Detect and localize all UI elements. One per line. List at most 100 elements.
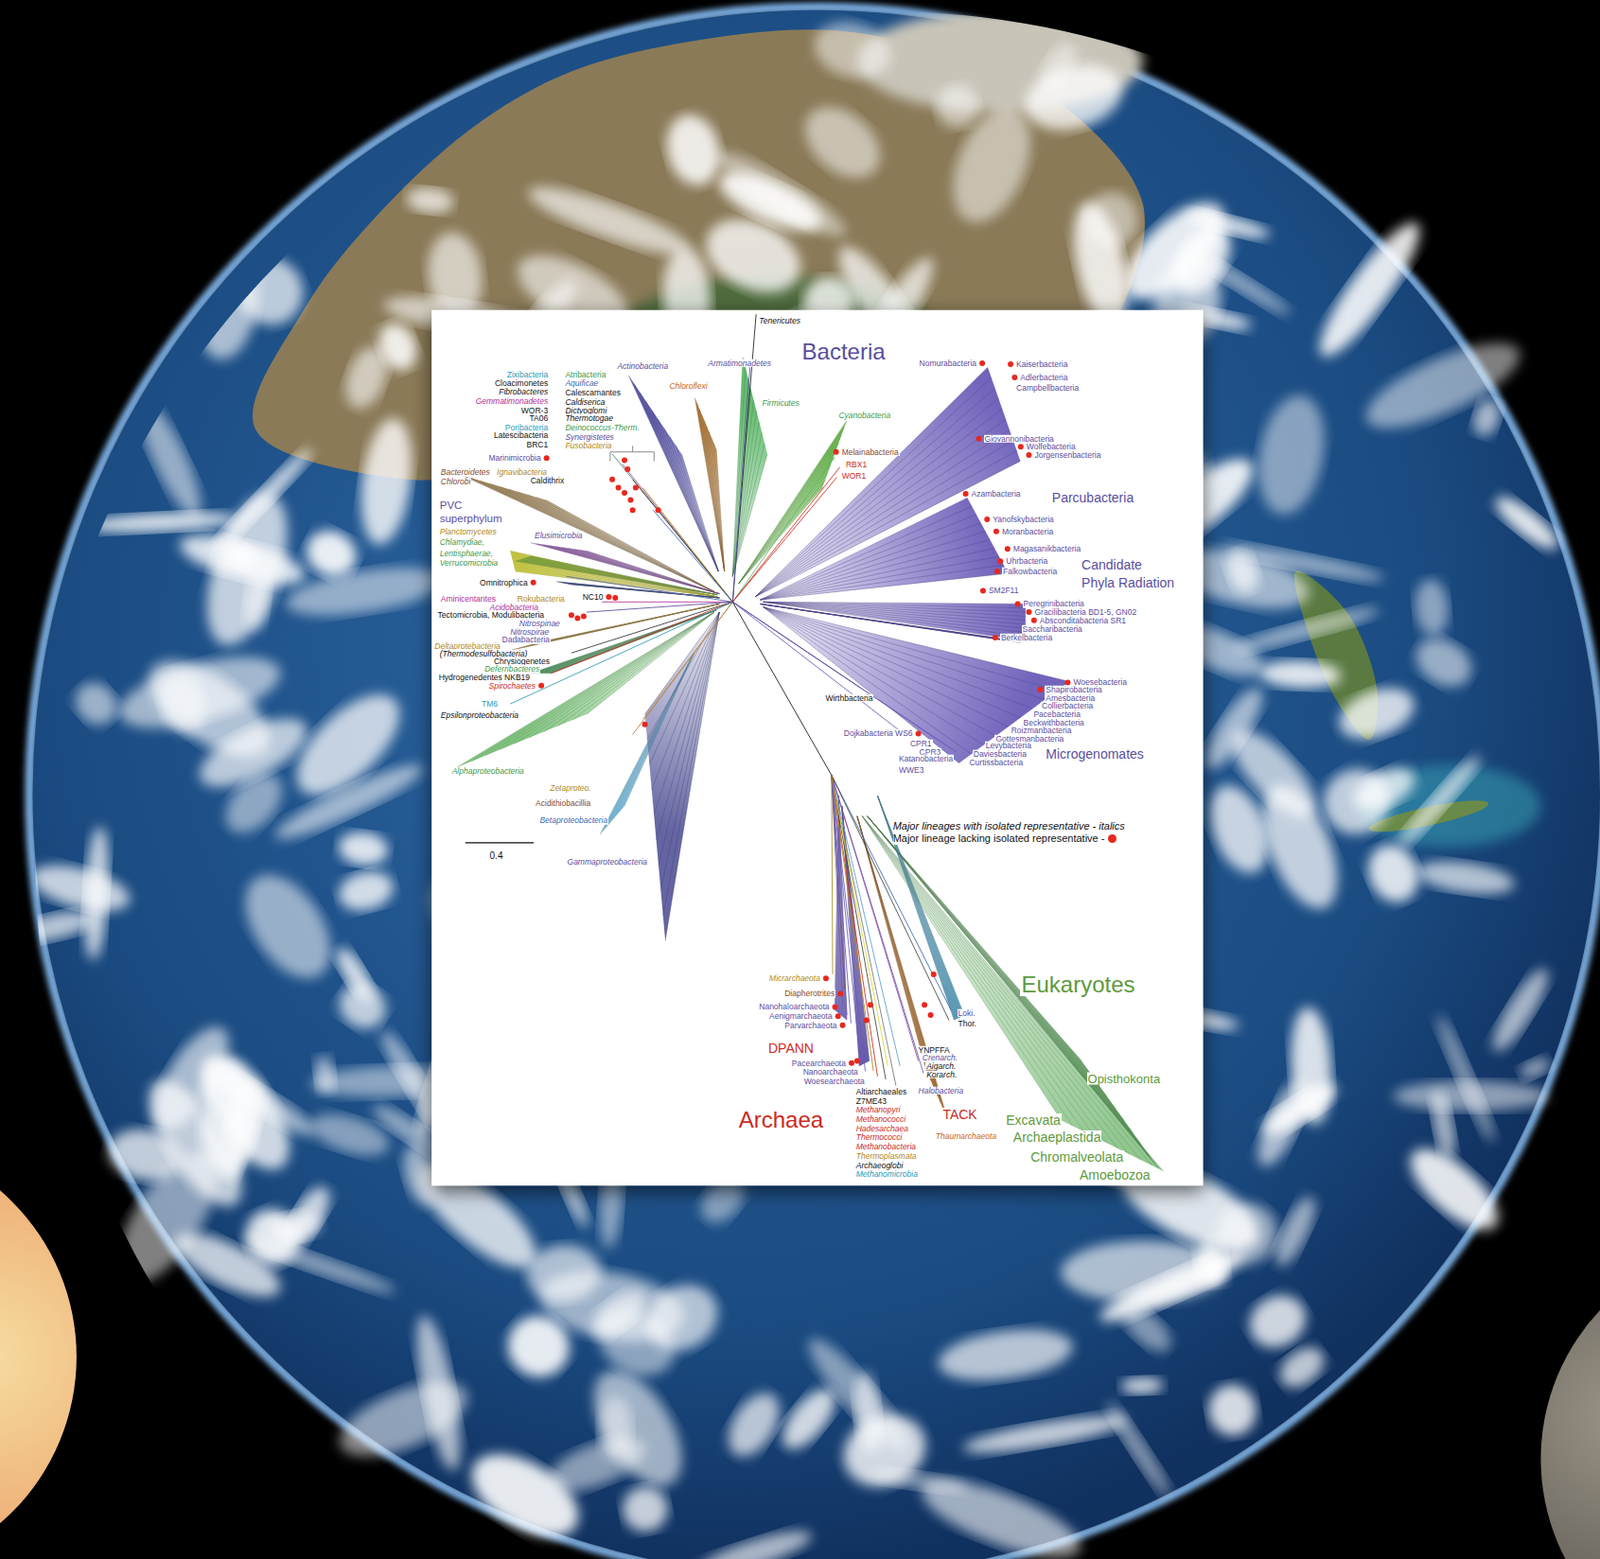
tree-branch	[755, 367, 988, 598]
red-dot	[1037, 686, 1043, 693]
clade-label: WOR1	[841, 471, 868, 480]
tree-branch	[763, 601, 1026, 633]
cloud	[598, 1396, 633, 1460]
clade-label: Cyanobacteria	[837, 411, 892, 421]
cloud	[305, 1106, 394, 1164]
clade-label: Magasanikbacteria	[1012, 545, 1082, 554]
cloud	[1197, 777, 1280, 882]
tree-branch	[732, 367, 750, 602]
cloud	[707, 140, 854, 248]
clade-label: Thermococci	[855, 1133, 904, 1143]
cloud	[1412, 578, 1451, 638]
cloud	[1392, 750, 1487, 854]
red-dot	[568, 612, 575, 618]
cloud	[1018, 54, 1130, 141]
cloud	[83, 509, 237, 536]
tree-branch	[738, 487, 823, 583]
clade-label: Archaeoglobi	[855, 1160, 905, 1170]
cloud	[1239, 1284, 1316, 1358]
clade-label: Bacteroidetes	[439, 468, 492, 477]
tree-branch	[763, 607, 1058, 691]
tree-branch	[732, 601, 956, 753]
clade-label: Rokubacteria	[516, 595, 566, 604]
tree-branch	[861, 816, 1061, 1121]
tree-branch	[755, 439, 1014, 597]
cloud	[694, 1523, 815, 1559]
clade-label: Deferribacteres	[483, 665, 541, 674]
clade-label: Elusimicrobia	[533, 531, 584, 541]
tree-branch	[622, 464, 733, 603]
clade-label: Cloacimonetes	[493, 379, 549, 388]
tree-branch	[763, 601, 1026, 629]
clade-label: Planctomycetes	[439, 527, 498, 537]
cloud	[111, 643, 288, 742]
clade-label: Jorgensenbacteria	[1033, 451, 1102, 460]
tree-branch	[759, 514, 977, 600]
tree-branch	[697, 404, 725, 572]
clade-label: Parvarchaeota	[783, 1021, 838, 1031]
cloud	[1393, 1081, 1548, 1112]
clade-label: Hadesarchaea	[855, 1125, 910, 1134]
tree-branch	[831, 775, 861, 1062]
tree-branch	[738, 420, 847, 584]
cloud	[26, 856, 135, 920]
clade-label: Thor.	[957, 1019, 978, 1028]
tree-branch	[759, 547, 995, 600]
cloud	[1469, 396, 1505, 440]
group-label: Amoebozoa	[1078, 1168, 1152, 1182]
clade-label: Calescamantes	[563, 388, 622, 398]
clade-label: WOR-3	[520, 405, 549, 415]
tree-branch	[831, 775, 833, 975]
clade-label: Aquificae	[563, 379, 599, 388]
tree-branch	[738, 427, 844, 584]
tree-branch	[656, 612, 721, 841]
tree-branch	[831, 775, 879, 1077]
clade-label: RBX1	[844, 459, 868, 469]
clade-label: Nanoarchaeota	[802, 1068, 860, 1077]
clade-label: Zixibacteria	[506, 370, 549, 380]
red-dot	[627, 496, 633, 503]
cloud	[961, 1408, 1129, 1460]
tree-branch	[660, 612, 720, 891]
cloud	[228, 248, 313, 335]
tree-branch	[632, 601, 734, 735]
red-dot	[1011, 374, 1018, 381]
clade-label: Actinobacteria	[615, 362, 669, 371]
clade-label: Aigarch.	[925, 1062, 957, 1072]
cloud	[1414, 856, 1516, 900]
cloud	[850, 1370, 885, 1456]
clade-label: YNPFFA	[917, 1045, 951, 1055]
tree-branch	[763, 607, 972, 755]
clade-label: Caldiserica	[563, 398, 606, 407]
tree-branch	[861, 816, 1073, 1126]
tree-branch	[632, 479, 734, 602]
clade-label: Katanobacteria	[897, 755, 954, 764]
tree-branch	[699, 409, 724, 572]
tree-branch	[645, 612, 721, 715]
red-dot	[979, 360, 985, 367]
clade-label: Latescibacteria	[492, 431, 549, 440]
red-dot	[1004, 545, 1011, 552]
moon	[1540, 1243, 1600, 1559]
cloud	[1272, 1339, 1333, 1396]
clade-label: Aminicentantes	[439, 595, 497, 604]
tree-branch	[628, 375, 719, 572]
clade-label: Yanofskybacteria	[991, 515, 1055, 525]
cloud	[913, 1465, 1090, 1559]
red-dot	[538, 683, 545, 689]
clade-label: Ignavibacteria	[495, 468, 548, 477]
tree-branch	[706, 426, 725, 572]
red-dot	[840, 1022, 846, 1029]
clade-label: Poribacteria	[504, 423, 549, 433]
clade-label: Chlamydiae,	[439, 537, 486, 546]
group-label: Excavata	[1004, 1113, 1062, 1127]
clade-label: SM2F11	[987, 586, 1020, 596]
clade-label: BRC1	[526, 440, 550, 450]
clade-label: Adlerbacteria	[1019, 373, 1069, 383]
tree-branch	[514, 569, 718, 598]
clade-label: Chlorobi	[439, 477, 473, 487]
cloud	[1516, 1054, 1553, 1084]
tree-branch	[759, 497, 968, 600]
